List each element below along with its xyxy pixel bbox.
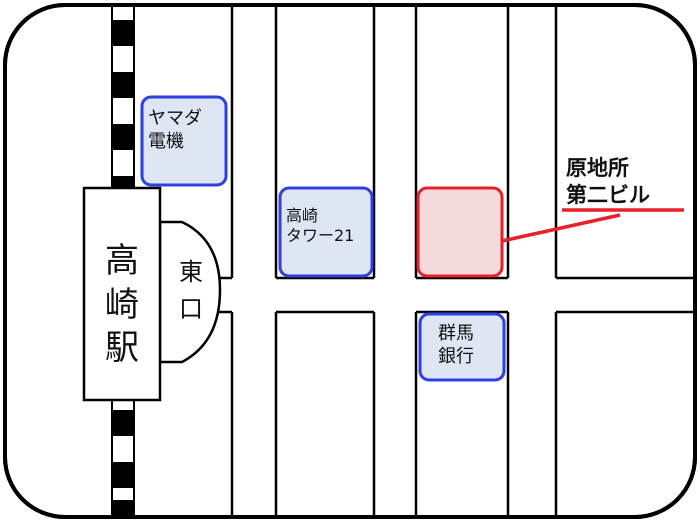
station-building xyxy=(82,186,162,402)
east-exit-label: 東 口 xyxy=(179,258,203,324)
gunma-bank-box[interactable] xyxy=(418,312,506,382)
east-exit-shape xyxy=(158,220,222,364)
station-name: 高 崎 駅 xyxy=(105,241,139,369)
takasaki-tower-box[interactable] xyxy=(278,186,374,278)
target-leader-line xyxy=(501,208,684,243)
yamada-denki-box[interactable] xyxy=(140,95,228,187)
takasaki-tower-label: 高崎 タワー21 xyxy=(286,206,355,245)
yamada-denki-label: ヤマダ 電機 xyxy=(148,108,202,152)
target-building-box[interactable] xyxy=(416,186,504,278)
roads xyxy=(218,5,695,517)
gunma-bank-label: 群馬 銀行 xyxy=(438,323,474,367)
target-building-label: 原地所 第二ビル xyxy=(566,156,650,208)
